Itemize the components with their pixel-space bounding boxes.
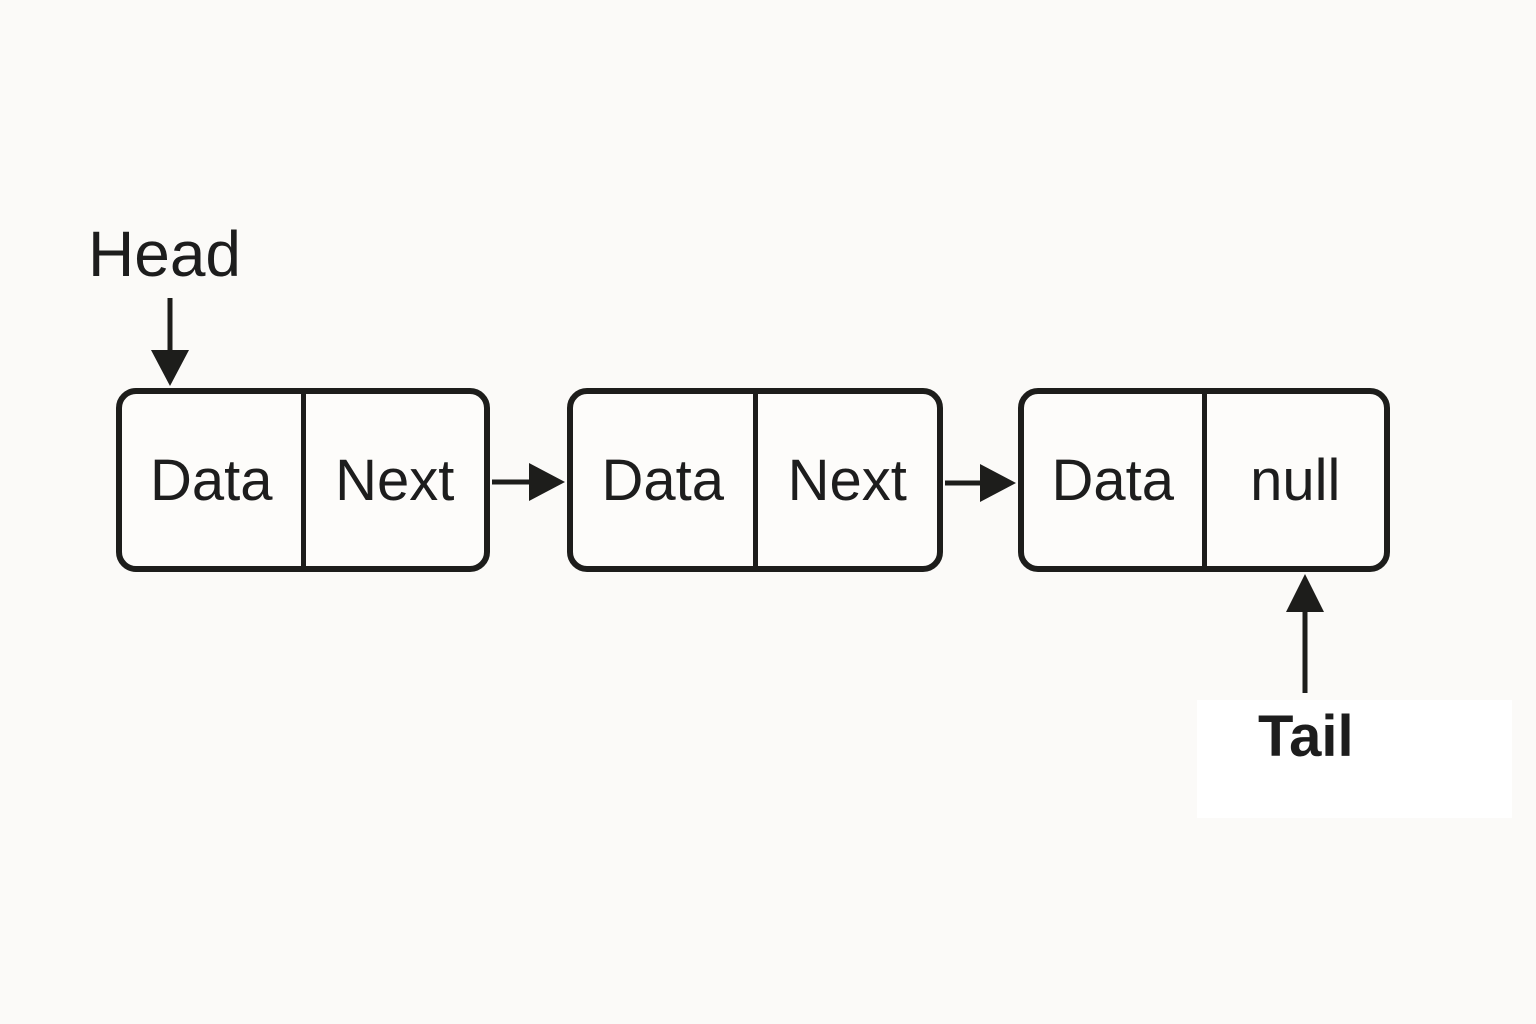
node-1-next-cell: Next [335, 447, 455, 513]
node-3-null-cell: null [1250, 447, 1341, 513]
node-2-data-cell: Data [573, 394, 758, 566]
node-1-data-cell: Data [122, 394, 306, 566]
head-arrow-down-icon [151, 298, 189, 386]
linked-list-node-2: Data Next [567, 388, 943, 572]
next-arrow-right-icon [492, 463, 565, 501]
tail-pointer-label: Tail [1258, 704, 1354, 769]
linked-list-node-3: Data null [1018, 388, 1390, 572]
node-3-data-cell: Data [1024, 394, 1207, 566]
head-pointer-label: Head [88, 218, 241, 290]
next-arrow-right-icon [945, 464, 1016, 502]
linked-list-node-1: Data Next [116, 388, 490, 572]
tail-highlight-patch [1197, 700, 1512, 818]
tail-highlight-patch-small [1205, 715, 1247, 807]
tail-arrow-up-icon [1286, 574, 1324, 693]
node-2-next-cell: Next [787, 447, 907, 513]
